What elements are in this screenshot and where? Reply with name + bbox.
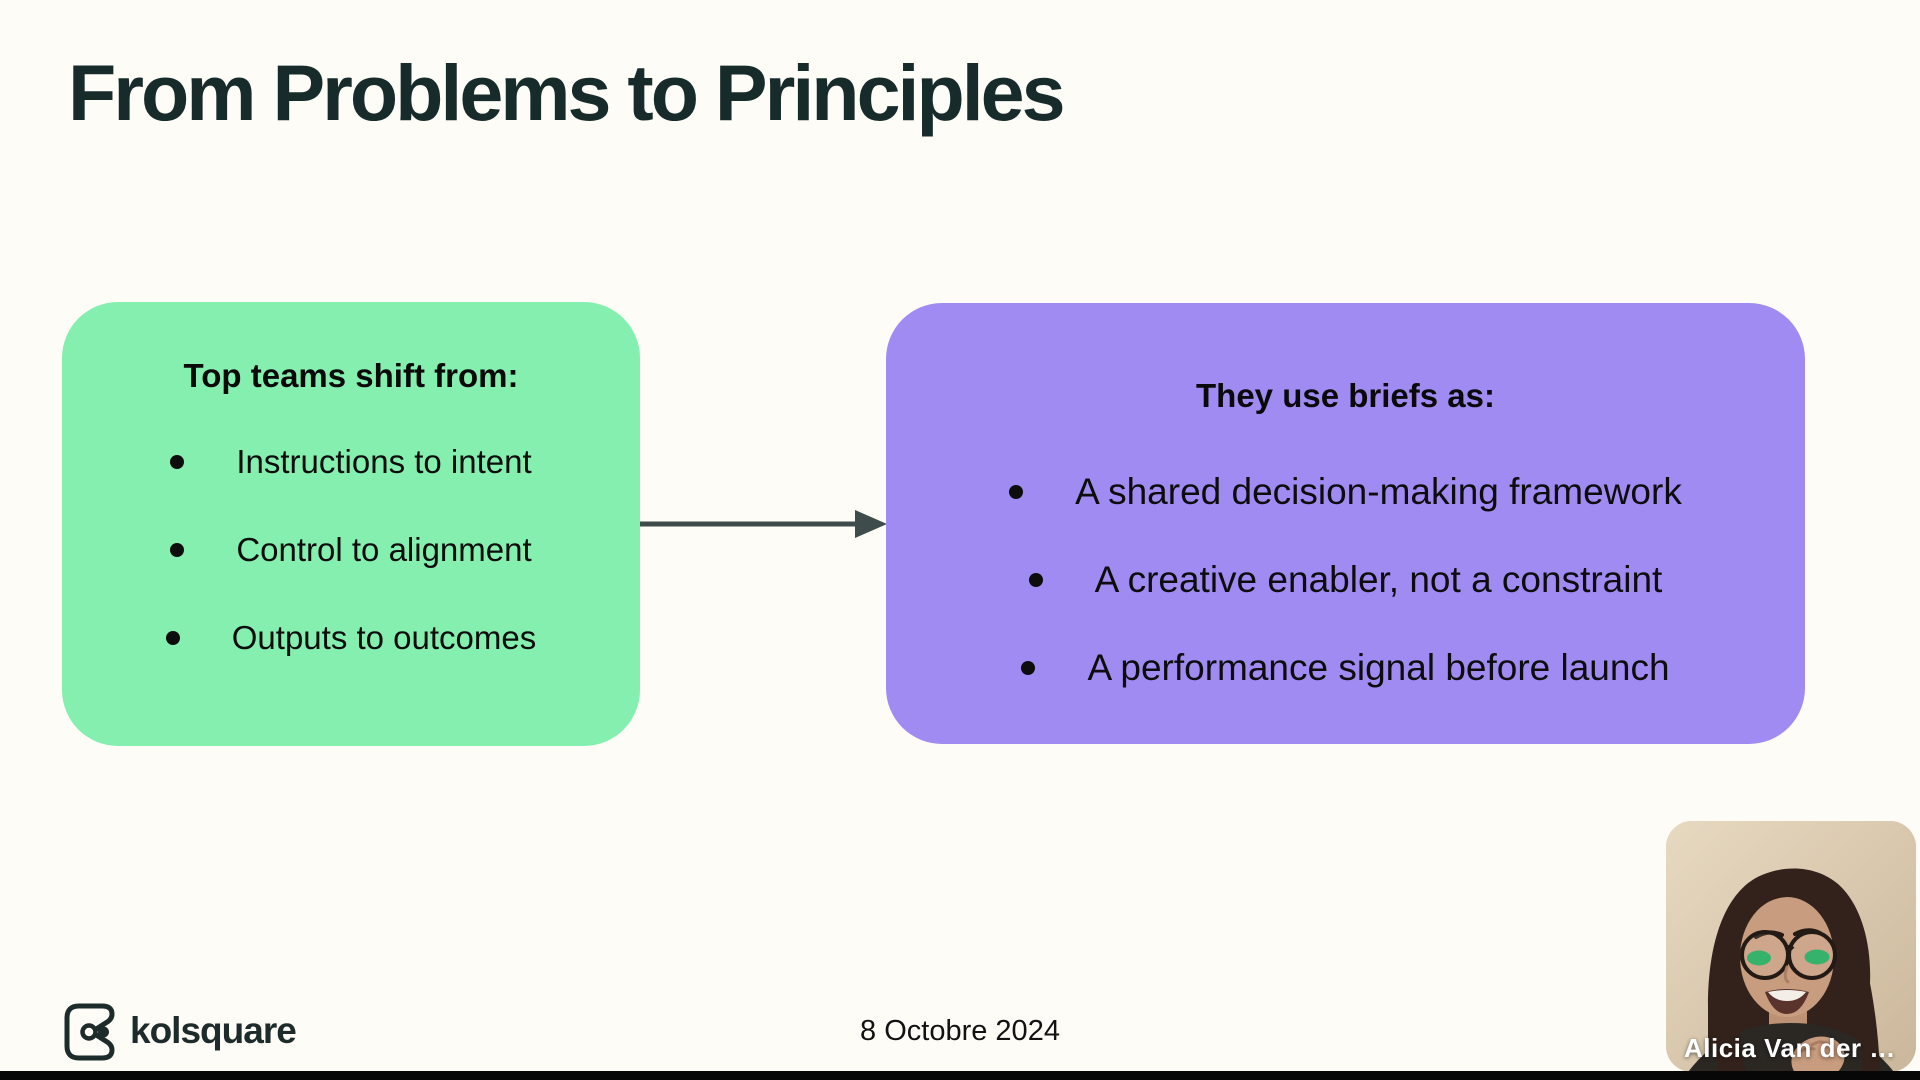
webcam-video-tile[interactable]: Alicia Van der … — [1666, 821, 1916, 1072]
list-item: A performance signal before launch — [886, 645, 1805, 691]
bullet-text: Outputs to outcomes — [231, 619, 537, 656]
bullet-dot-icon — [170, 543, 185, 557]
kolsquare-logo: kolsquare — [62, 1000, 297, 1062]
bullet-dot-icon — [1009, 485, 1024, 499]
bullet-text: A creative enabler, not a constraint — [1094, 559, 1663, 600]
list-item: Control to alignment — [62, 527, 640, 573]
left-card: Top teams shift from: Instructions to in… — [62, 302, 640, 746]
left-card-header: Top teams shift from: — [183, 357, 519, 394]
bullet-text: Instructions to intent — [236, 443, 532, 480]
bullet-dot-icon — [165, 631, 180, 645]
slide-date: 8 Octobre 2024 — [860, 1015, 1060, 1047]
bullet-text: A performance signal before launch — [1087, 647, 1670, 688]
right-card: They use briefs as: A shared decision-ma… — [886, 303, 1805, 744]
list-item: A shared decision-making framework — [886, 469, 1805, 515]
bullet-text: Control to alignment — [236, 531, 532, 568]
participant-name-label: Alicia Van der … — [1684, 1033, 1896, 1063]
logo-wordmark: kolsquare — [130, 1010, 297, 1051]
webcam-person-illustration — [1666, 821, 1916, 1072]
right-arrow-icon — [640, 510, 887, 538]
list-item: A creative enabler, not a constraint — [886, 557, 1805, 603]
bullet-text: A shared decision-making framework — [1075, 471, 1682, 512]
bottom-bar — [0, 1071, 1920, 1080]
bullet-dot-icon — [1028, 573, 1043, 587]
list-item: Outputs to outcomes — [62, 615, 640, 661]
kolsquare-mark-icon — [64, 1003, 115, 1061]
bullet-dot-icon — [170, 455, 185, 469]
right-card-header: They use briefs as: — [1196, 377, 1495, 414]
slide-title: From Problems to Principles — [68, 48, 1066, 137]
bullet-dot-icon — [1021, 661, 1036, 675]
list-item: Instructions to intent — [62, 439, 640, 485]
